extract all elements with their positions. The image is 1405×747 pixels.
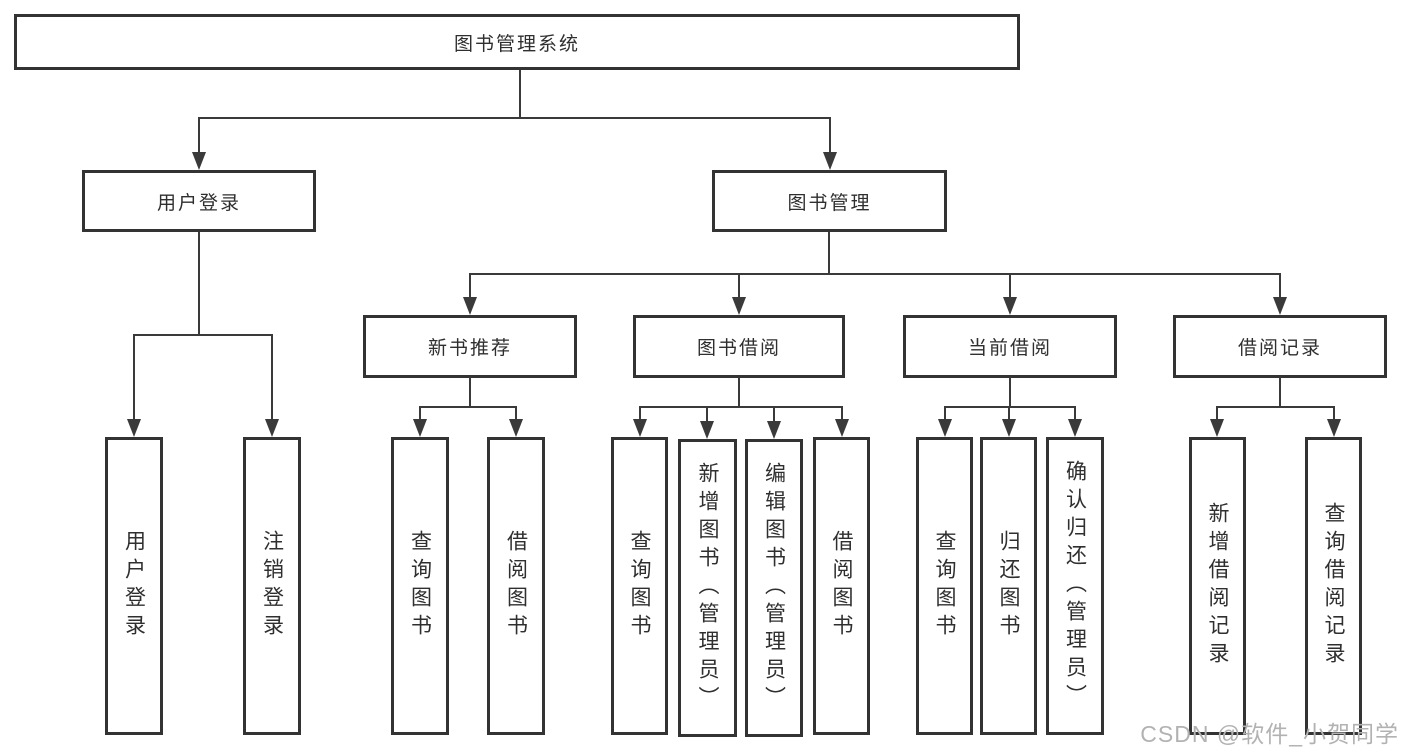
edge-book-mgmt-stem bbox=[828, 232, 830, 274]
arrow-book-mgmt bbox=[823, 152, 837, 170]
arrow-add-books bbox=[700, 421, 714, 439]
arrow-new-books bbox=[463, 297, 477, 315]
leaf-query-borrow-record-label: 查询借阅记录 bbox=[1322, 502, 1345, 670]
arrow-leaf-logout bbox=[265, 419, 279, 437]
node-borrow-records-label: 借阅记录 bbox=[1237, 338, 1322, 359]
leaf-edit-books-admin: 编辑图书（管理员） bbox=[745, 439, 803, 737]
csdn-watermark: CSDN @软件_小贺同学 bbox=[1140, 721, 1399, 747]
node-book-management-label: 图书管理 bbox=[787, 192, 872, 214]
edge-drop-confirm-return bbox=[1074, 407, 1076, 419]
edge-root-bus bbox=[198, 117, 831, 119]
edge-drop-return-books bbox=[1008, 407, 1010, 419]
node-user-login-label: 用户登录 bbox=[156, 192, 241, 214]
leaf-query-books-newbooks-label: 查询图书 bbox=[408, 530, 432, 642]
arrow-borrow-books-nb bbox=[509, 419, 523, 437]
arrow-query-record bbox=[1327, 419, 1341, 437]
arrow-book-borrow bbox=[732, 297, 746, 315]
node-new-book-recommend-label: 新书推荐 bbox=[427, 338, 512, 359]
edge-book-borrow-stem bbox=[738, 377, 740, 407]
edge-drop-new-books bbox=[469, 274, 471, 301]
node-borrow-records: 借阅记录 bbox=[1173, 315, 1387, 378]
edge-new-books-bus bbox=[419, 406, 517, 408]
edge-borrow-records-bus bbox=[1216, 406, 1335, 408]
node-library-management-system: 图书管理系统 bbox=[14, 14, 1020, 70]
leaf-add-borrow-record-label: 新增借阅记录 bbox=[1206, 502, 1229, 670]
edge-drop-query-books-bb bbox=[639, 407, 641, 419]
node-current-borrow-label: 当前借阅 bbox=[967, 338, 1052, 359]
leaf-confirm-return-admin-label: 确认归还（管理员） bbox=[1063, 460, 1087, 712]
arrow-current-borrow bbox=[1003, 297, 1017, 315]
edge-drop-leaf-logout bbox=[271, 335, 273, 423]
arrow-query-books-nb bbox=[413, 419, 427, 437]
edge-book-mgmt-bus bbox=[469, 273, 1281, 275]
leaf-add-books-admin-label: 新增图书（管理员） bbox=[696, 462, 719, 714]
leaf-borrow-books-borrow-label: 借阅图书 bbox=[830, 530, 853, 642]
leaf-query-books-current: 查询图书 bbox=[916, 437, 973, 735]
leaf-add-books-admin: 新增图书（管理员） bbox=[678, 439, 737, 737]
edge-drop-user-login bbox=[198, 118, 200, 156]
leaf-logout: 注销登录 bbox=[243, 437, 301, 735]
arrow-query-books-cb bbox=[938, 419, 952, 437]
edge-borrow-records-stem bbox=[1279, 377, 1281, 407]
leaf-query-books-current-label: 查询图书 bbox=[933, 530, 956, 642]
arrow-confirm-return bbox=[1068, 419, 1082, 437]
leaf-query-borrow-record: 查询借阅记录 bbox=[1305, 437, 1362, 735]
arrow-return-books bbox=[1002, 419, 1016, 437]
edge-drop-query-books-nb bbox=[419, 407, 421, 419]
edge-drop-borrow-records bbox=[1279, 274, 1281, 301]
leaf-edit-books-admin-label: 编辑图书（管理员） bbox=[762, 462, 786, 714]
leaf-borrow-books-newbooks: 借阅图书 bbox=[487, 437, 545, 735]
leaf-borrow-books-newbooks-label: 借阅图书 bbox=[504, 530, 528, 642]
node-book-management: 图书管理 bbox=[712, 170, 947, 232]
node-current-borrow: 当前借阅 bbox=[903, 315, 1117, 378]
leaf-borrow-books-borrow: 借阅图书 bbox=[813, 437, 870, 735]
edge-drop-add-record bbox=[1216, 407, 1218, 419]
leaf-logout-label: 注销登录 bbox=[260, 530, 284, 642]
edge-drop-query-record bbox=[1333, 407, 1335, 419]
node-book-borrow: 图书借阅 bbox=[633, 315, 845, 378]
node-new-book-recommend: 新书推荐 bbox=[363, 315, 577, 378]
leaf-return-books: 归还图书 bbox=[980, 437, 1037, 735]
edge-drop-borrow-books-bb bbox=[841, 407, 843, 419]
arrow-borrow-records bbox=[1273, 297, 1287, 315]
arrow-borrow-books-bb bbox=[835, 419, 849, 437]
edge-drop-borrow-books-nb bbox=[515, 407, 517, 419]
leaf-user-login-label: 用户登录 bbox=[122, 530, 146, 642]
edge-user-login-bus bbox=[133, 334, 273, 336]
leaf-query-books-newbooks: 查询图书 bbox=[391, 437, 449, 735]
leaf-query-books-borrow-label: 查询图书 bbox=[628, 530, 651, 642]
edge-book-borrow-bus bbox=[639, 406, 843, 408]
node-library-management-system-label: 图书管理系统 bbox=[453, 33, 580, 55]
leaf-user-login: 用户登录 bbox=[105, 437, 163, 735]
arrow-user-login bbox=[192, 152, 206, 170]
edge-drop-current-borrow bbox=[1009, 274, 1011, 301]
leaf-return-books-label: 归还图书 bbox=[997, 530, 1020, 642]
edge-current-borrow-stem bbox=[1009, 377, 1011, 407]
node-book-borrow-label: 图书借阅 bbox=[696, 338, 781, 359]
edge-drop-book-borrow bbox=[738, 274, 740, 301]
leaf-query-books-borrow: 查询图书 bbox=[611, 437, 668, 735]
edge-user-login-stem bbox=[198, 232, 200, 335]
arrow-leaf-user-login bbox=[127, 419, 141, 437]
edge-drop-query-books-cb bbox=[944, 407, 946, 419]
arrow-add-record bbox=[1210, 419, 1224, 437]
edge-drop-edit-books bbox=[773, 407, 775, 421]
edge-drop-leaf-user-login bbox=[133, 335, 135, 423]
leaf-add-borrow-record: 新增借阅记录 bbox=[1189, 437, 1246, 735]
edge-new-books-stem bbox=[469, 377, 471, 407]
leaf-confirm-return-admin: 确认归还（管理员） bbox=[1046, 437, 1104, 735]
node-user-login: 用户登录 bbox=[82, 170, 316, 232]
edge-current-borrow-bus bbox=[944, 406, 1076, 408]
edge-root-stem bbox=[519, 70, 521, 118]
arrow-query-books-bb bbox=[633, 419, 647, 437]
edge-drop-add-books bbox=[706, 407, 708, 421]
edge-drop-book-mgmt bbox=[829, 118, 831, 156]
arrow-edit-books bbox=[767, 421, 781, 439]
